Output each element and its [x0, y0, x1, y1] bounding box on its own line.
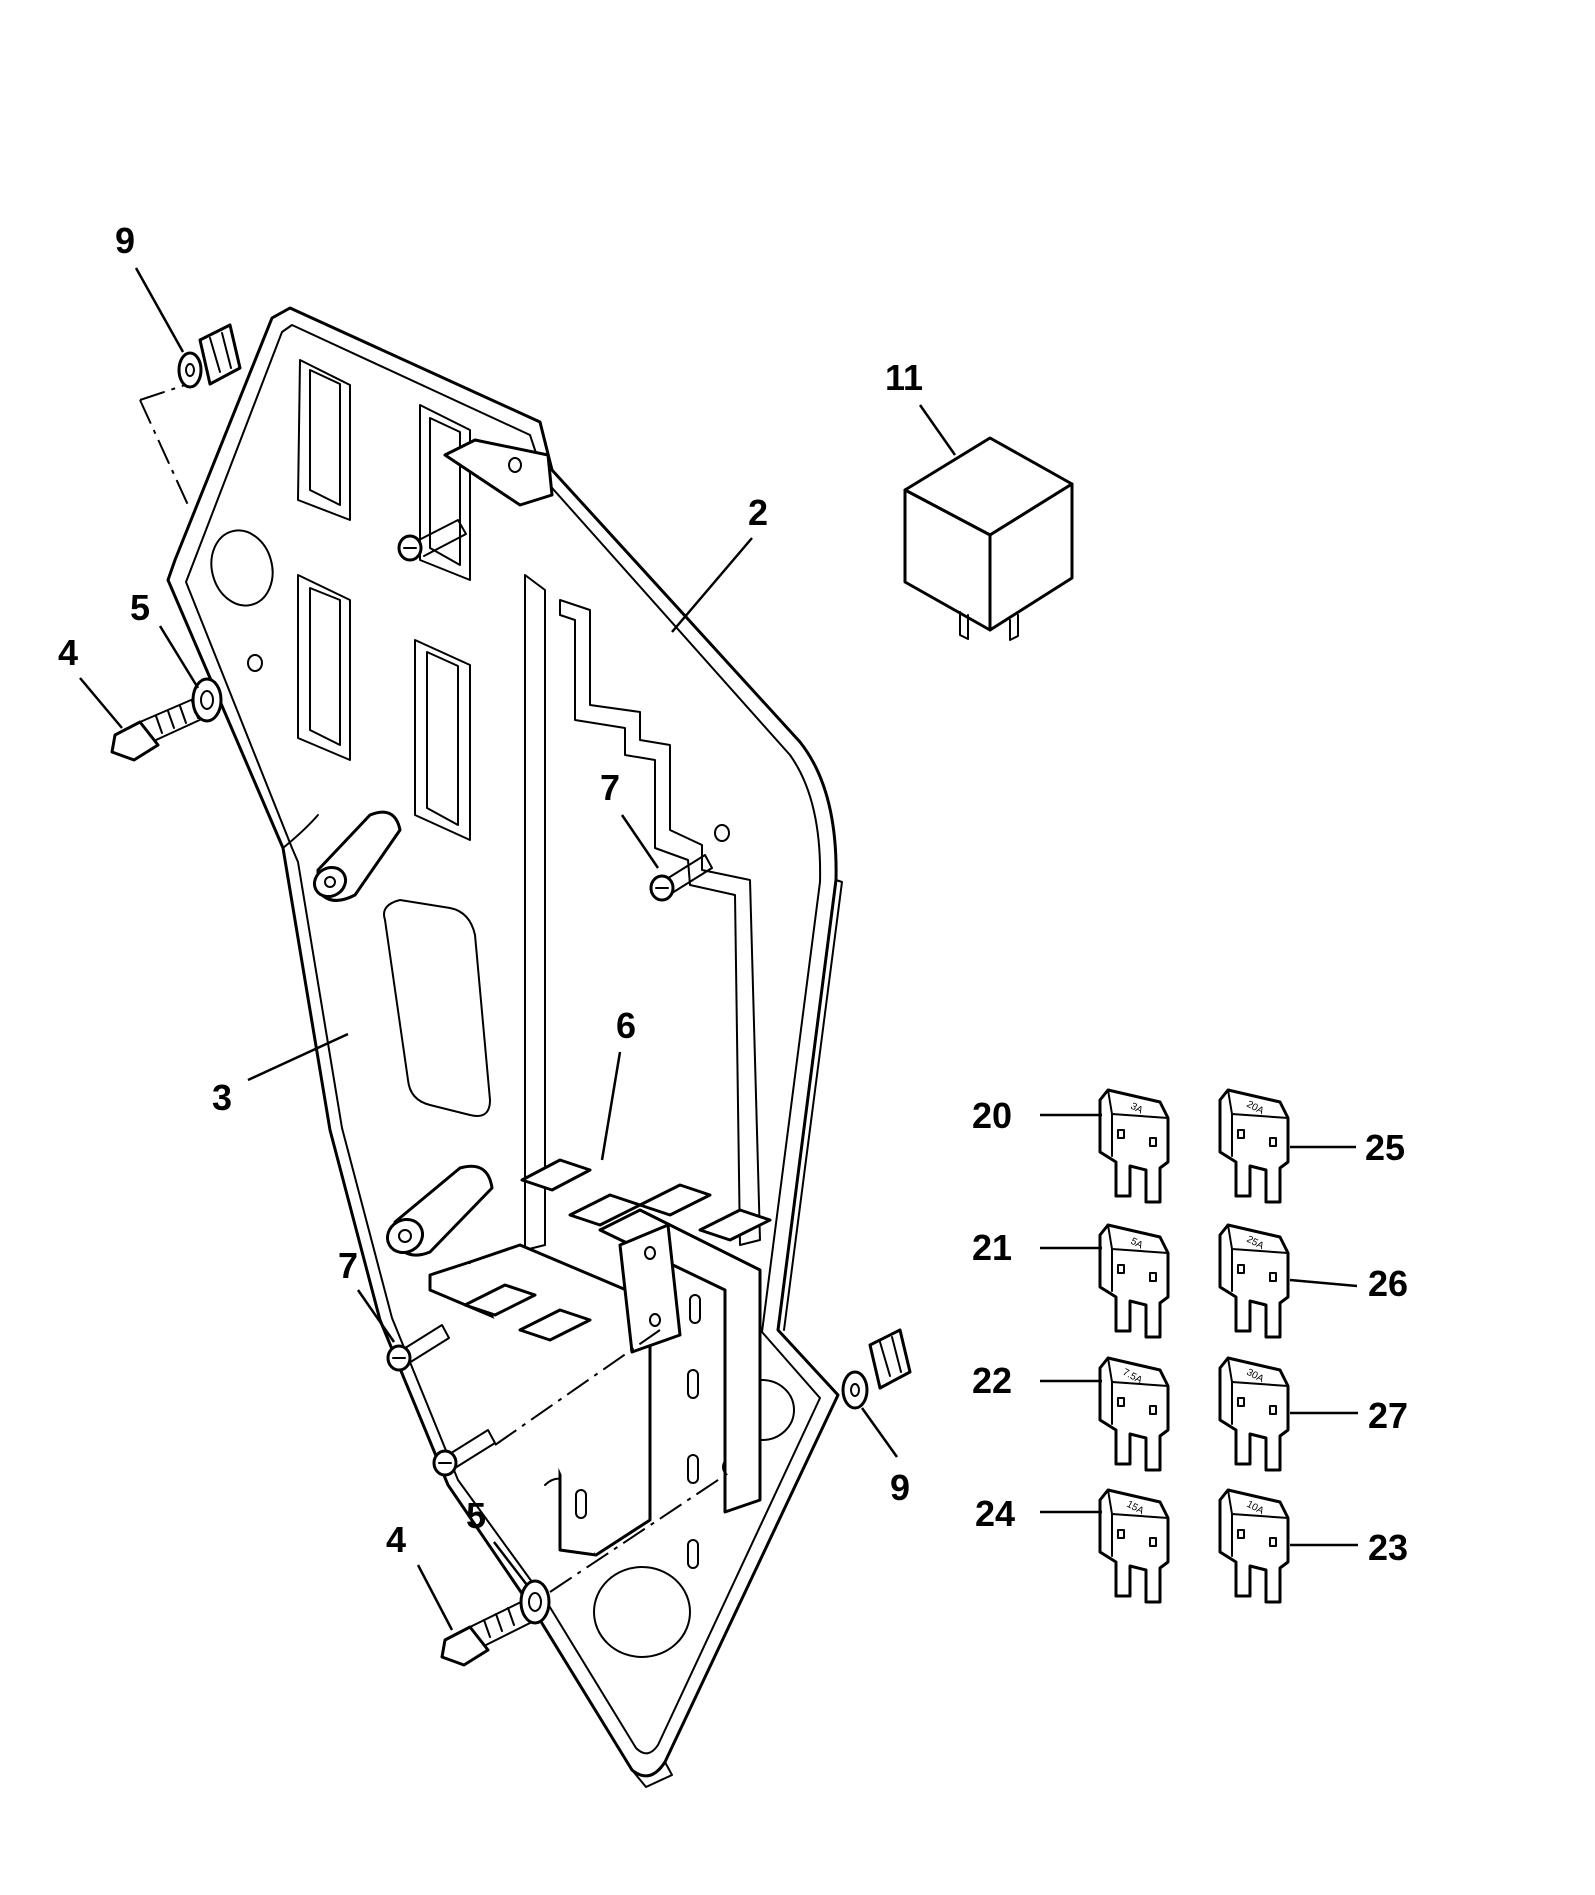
fuse-5a: 5A	[1098, 1223, 1170, 1339]
callout-9-top: 9	[115, 220, 135, 261]
callout-7-bottom: 7	[338, 1245, 358, 1286]
callout-3: 3	[212, 1077, 232, 1118]
screw-top-left	[397, 519, 467, 562]
callout-2: 2	[748, 492, 768, 533]
callout-25: 25	[1365, 1127, 1405, 1168]
corner-mount	[443, 438, 554, 507]
fuse-30a: 30A	[1218, 1356, 1290, 1472]
mounting-plate	[166, 306, 843, 1788]
callout-9-bottom: 9	[890, 1467, 910, 1508]
fuse-7-5a: 7.5A	[1098, 1356, 1170, 1472]
assembly-line	[139, 399, 189, 506]
callout-4-bottom: 4	[386, 1519, 406, 1560]
push-clip-top	[177, 323, 242, 389]
callout-7-top: 7	[600, 767, 620, 808]
callout-23: 23	[1368, 1527, 1408, 1568]
bolt-bottom	[440, 1599, 533, 1667]
screw-lower-mid	[432, 1429, 496, 1477]
fuse-rating: 3A	[1129, 1101, 1145, 1117]
assembly-line	[139, 384, 186, 401]
callout-26: 26	[1368, 1263, 1408, 1304]
callout-21: 21	[972, 1227, 1012, 1268]
fuse-group: 3A 20A 5A 25A 7.5A	[1098, 1088, 1290, 1604]
fuse-20a: 20A	[1218, 1088, 1290, 1204]
washer-bottom	[519, 1579, 551, 1625]
fuse-rating: 5A	[1129, 1236, 1145, 1252]
screw-lower-left	[386, 1324, 450, 1372]
callout-5-bottom: 5	[466, 1495, 486, 1536]
callout-4-top: 4	[58, 632, 78, 673]
callouts: 9 11 2 5 4 7 6 3 7 9 5 4 20 25 21 26 22 …	[58, 220, 1408, 1568]
push-clip-bottom	[841, 1328, 912, 1410]
screw-mid-right	[649, 854, 713, 902]
assembly-line	[549, 1471, 731, 1593]
fuse-10a: 10A	[1218, 1488, 1290, 1604]
callout-6: 6	[616, 1005, 636, 1046]
fuse-15a: 15A	[1098, 1488, 1170, 1604]
leader-lines	[79, 267, 1358, 1631]
washer-top	[191, 677, 223, 723]
callout-24: 24	[975, 1493, 1015, 1534]
callout-11: 11	[885, 357, 923, 398]
fuse-3a: 3A	[1098, 1088, 1170, 1204]
bolt-top	[110, 696, 205, 762]
callout-5-top: 5	[130, 587, 150, 628]
callout-20: 20	[972, 1095, 1012, 1136]
callout-22: 22	[972, 1360, 1012, 1401]
relay	[903, 436, 1074, 641]
assembly-line	[494, 1329, 661, 1446]
callout-27: 27	[1368, 1395, 1408, 1436]
fuse-25a: 25A	[1218, 1223, 1290, 1339]
